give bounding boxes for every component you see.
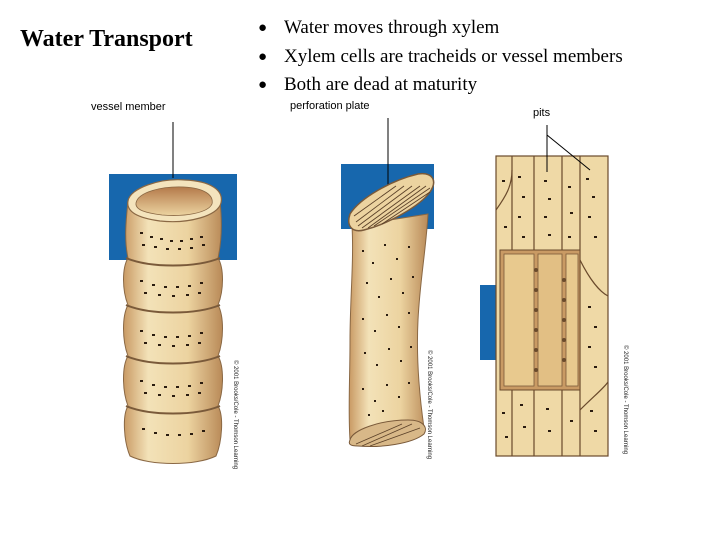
bullet-item: ● Xylem cells are tracheids or vessel mem… [258, 43, 623, 72]
bullet-list: ● Water moves through xylem ● Xylem cells … [258, 14, 623, 100]
copyright-credit: © 2001 Brooks/Cole - Thomson Learning [622, 345, 628, 455]
bullet-icon: ● [258, 77, 268, 93]
bullet-item: ● Water moves through xylem [258, 14, 623, 43]
pits-figure [480, 125, 609, 457]
perforation-plate-label: perforation plate [290, 100, 370, 112]
bullet-text: Xylem cells are tracheids or vessel memb… [284, 45, 623, 67]
bullet-text: Both are dead at maturity [284, 74, 478, 95]
pits-label: pits [533, 107, 551, 119]
slide-title: Water Transport [20, 26, 193, 52]
vessel-member-cell [123, 179, 223, 464]
vessel-member-figure [109, 122, 237, 464]
tracheid-cell [348, 172, 435, 447]
copyright-credit: © 2001 Brooks/Cole - Thomson Learning [426, 350, 432, 460]
perforation-plate-figure [341, 118, 435, 447]
pits-leader-line [546, 134, 591, 171]
copyright-credit: © 2001 Brooks/Cole - Thomson Learning [232, 360, 238, 470]
bullet-icon: ● [258, 48, 268, 65]
bullet-icon: ● [258, 20, 268, 36]
bullet-text: Water moves through xylem [284, 17, 500, 38]
vessel-member-label: vessel member [91, 101, 166, 113]
bullet-item: ● Both are dead at maturity [258, 71, 623, 100]
